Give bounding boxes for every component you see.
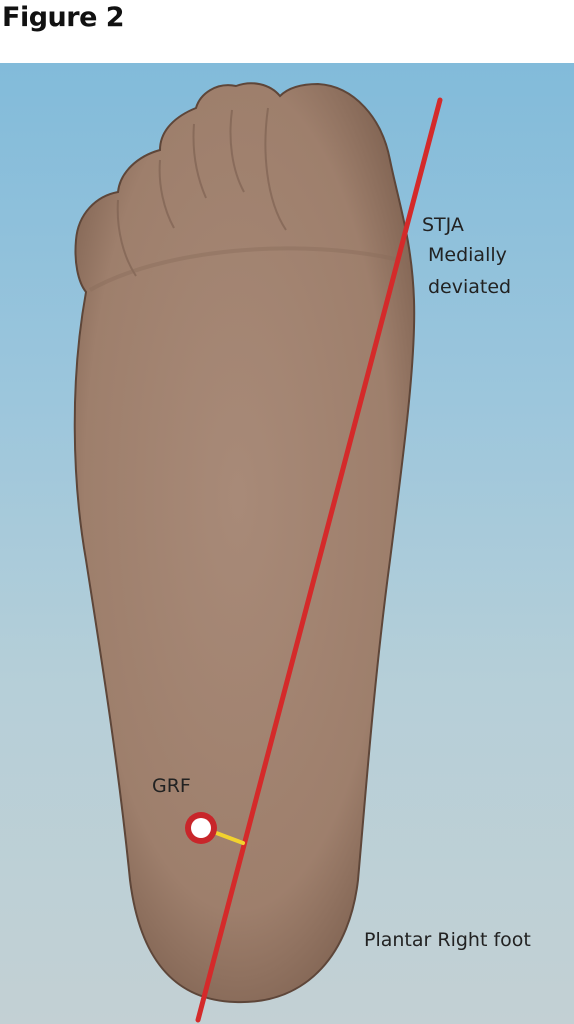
toe-crease-shading bbox=[89, 246, 409, 292]
label-plantar-right-foot: Plantar Right foot bbox=[364, 929, 531, 951]
foot-image-panel: STJA Medially deviated GRF Plantar Right… bbox=[0, 63, 574, 1024]
stja-axis-line bbox=[195, 97, 443, 1023]
label-medially: Medially bbox=[428, 244, 507, 266]
label-grf: GRF bbox=[152, 775, 191, 797]
label-stja: STJA bbox=[422, 214, 464, 236]
figure-heading: Figure 2 bbox=[2, 2, 125, 33]
grf-marker-center bbox=[191, 818, 211, 838]
foot-sole-shape bbox=[73, 82, 416, 1004]
foot-illustration bbox=[73, 82, 443, 1023]
toe-contour-lines bbox=[116, 107, 287, 277]
label-deviated: deviated bbox=[428, 276, 512, 298]
